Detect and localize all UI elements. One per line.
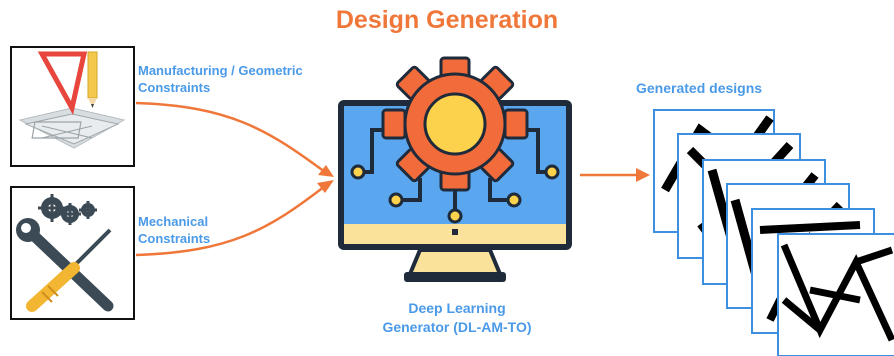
mechanical-constraints-box <box>10 186 135 320</box>
wrench-screwdriver-gears-icon <box>16 194 114 312</box>
arrow-head-icon <box>636 168 650 182</box>
diagram-title: Design Generation <box>335 6 559 34</box>
gear-icon <box>381 56 529 192</box>
arrow-head-icon <box>318 165 334 177</box>
design-frame-6 <box>777 233 894 356</box>
manufacturing-constraints-label: Manufacturing / Geometric Constraints <box>138 63 303 95</box>
manufacturing-constraints-box <box>10 46 135 167</box>
arrow-head-icon <box>317 180 334 193</box>
mechanical-constraints-label: Mechanical Constraints <box>138 214 211 246</box>
generator-label: Deep Learning Generator (DL-AM-TO) <box>382 300 532 335</box>
drafting-blueprint-icon <box>18 51 126 149</box>
generated-designs-label: Generated designs <box>636 80 763 96</box>
